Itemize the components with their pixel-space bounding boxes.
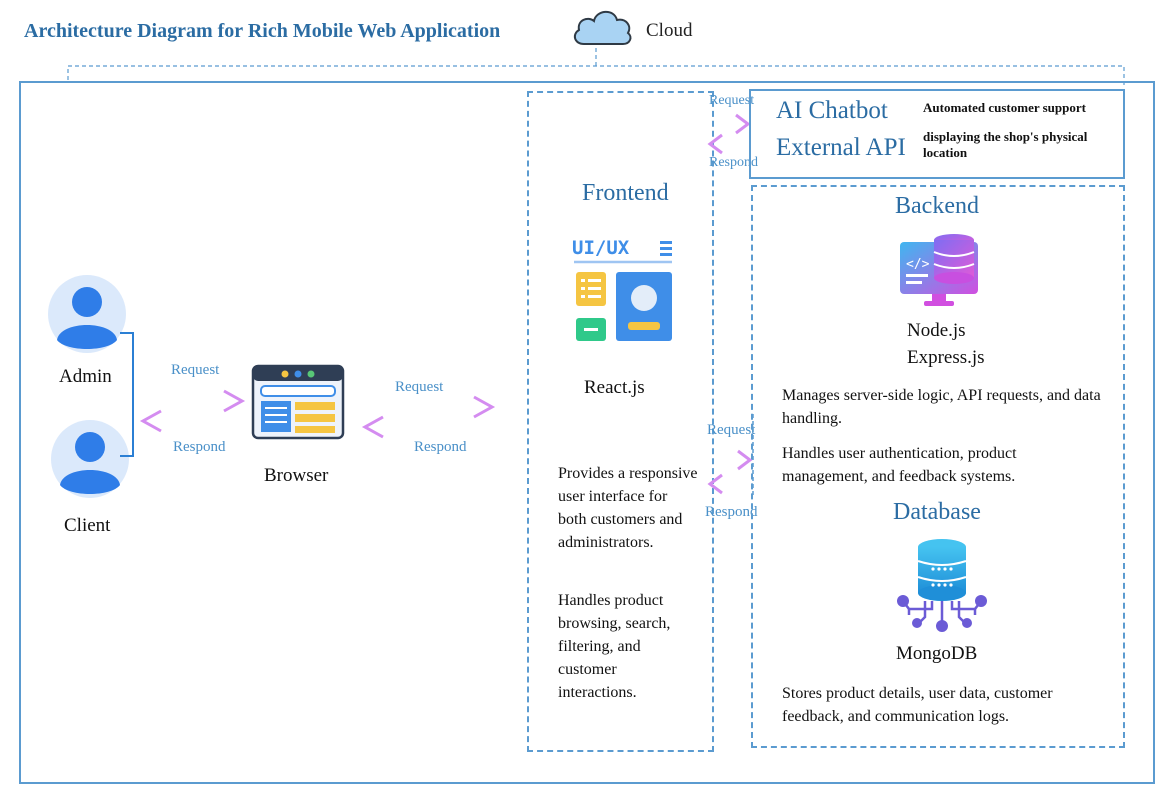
user-browser-request-label: Request bbox=[171, 362, 220, 378]
frontend-external-request-label: Request bbox=[709, 93, 755, 108]
backend-tech-1: Node.js bbox=[907, 320, 966, 341]
browser-frontend-respond-label: Respond bbox=[414, 439, 467, 455]
server-code-icon: </> bbox=[900, 234, 978, 306]
frontend-box bbox=[527, 91, 714, 752]
cloud-connector bbox=[67, 48, 1125, 88]
browser-frontend-arrows bbox=[361, 395, 496, 439]
client-avatar-icon bbox=[51, 420, 129, 498]
frontend-external-arrows bbox=[707, 113, 754, 496]
user-browser-arrows bbox=[139, 389, 246, 433]
frontend-desc-1: Provides a responsive user interface for… bbox=[558, 465, 698, 551]
frontend-backend-respond-label: Respond bbox=[705, 504, 758, 520]
ui-ux-icon: UI/UX bbox=[572, 237, 672, 341]
frontend-title: Frontend bbox=[582, 180, 669, 206]
backend-title: Backend bbox=[895, 193, 979, 219]
external-api-label: External API bbox=[776, 134, 906, 161]
external-api-desc: displaying the shop's physical location bbox=[923, 129, 1088, 160]
database-desc: Stores product details, user data, custo… bbox=[782, 685, 1053, 725]
frontend-external-respond-label: Respond bbox=[709, 155, 758, 170]
database-tech: MongoDB bbox=[896, 643, 978, 664]
cloud-label: Cloud bbox=[646, 20, 693, 41]
user-browser-respond-label: Respond bbox=[173, 439, 226, 455]
users-bracket bbox=[120, 332, 134, 457]
svg-text:</>: </> bbox=[906, 257, 930, 272]
ui-ux-icon-text: UI/UX bbox=[572, 237, 630, 259]
external-services-box bbox=[749, 89, 1125, 179]
backend-desc-1: Manages server-side logic, API requests,… bbox=[782, 387, 1101, 427]
frontend-backend-request-label: Request bbox=[707, 422, 756, 438]
ai-chatbot-desc: Automated customer support bbox=[923, 100, 1086, 115]
diagram-title: Architecture Diagram for Rich Mobile Web… bbox=[24, 20, 501, 42]
browser-label: Browser bbox=[264, 465, 329, 486]
admin-avatar-icon bbox=[48, 275, 126, 353]
frontend-desc-2: Handles product browsing, search, filter… bbox=[558, 592, 671, 701]
database-title: Database bbox=[893, 499, 981, 525]
client-label: Client bbox=[64, 515, 111, 536]
backend-database-box bbox=[751, 185, 1125, 748]
browser-frontend-request-label: Request bbox=[395, 379, 444, 395]
browser-window-icon bbox=[251, 364, 345, 440]
ai-chatbot-label: AI Chatbot bbox=[776, 97, 888, 124]
admin-label: Admin bbox=[59, 366, 112, 387]
cloud-boundary-frame bbox=[19, 81, 1155, 784]
backend-tech-2: Express.js bbox=[907, 347, 985, 368]
cloud-icon bbox=[573, 10, 632, 45]
frontend-tech: React.js bbox=[584, 377, 645, 398]
database-icon bbox=[897, 539, 987, 632]
backend-desc-2: Handles user authentication, product man… bbox=[782, 445, 1017, 485]
